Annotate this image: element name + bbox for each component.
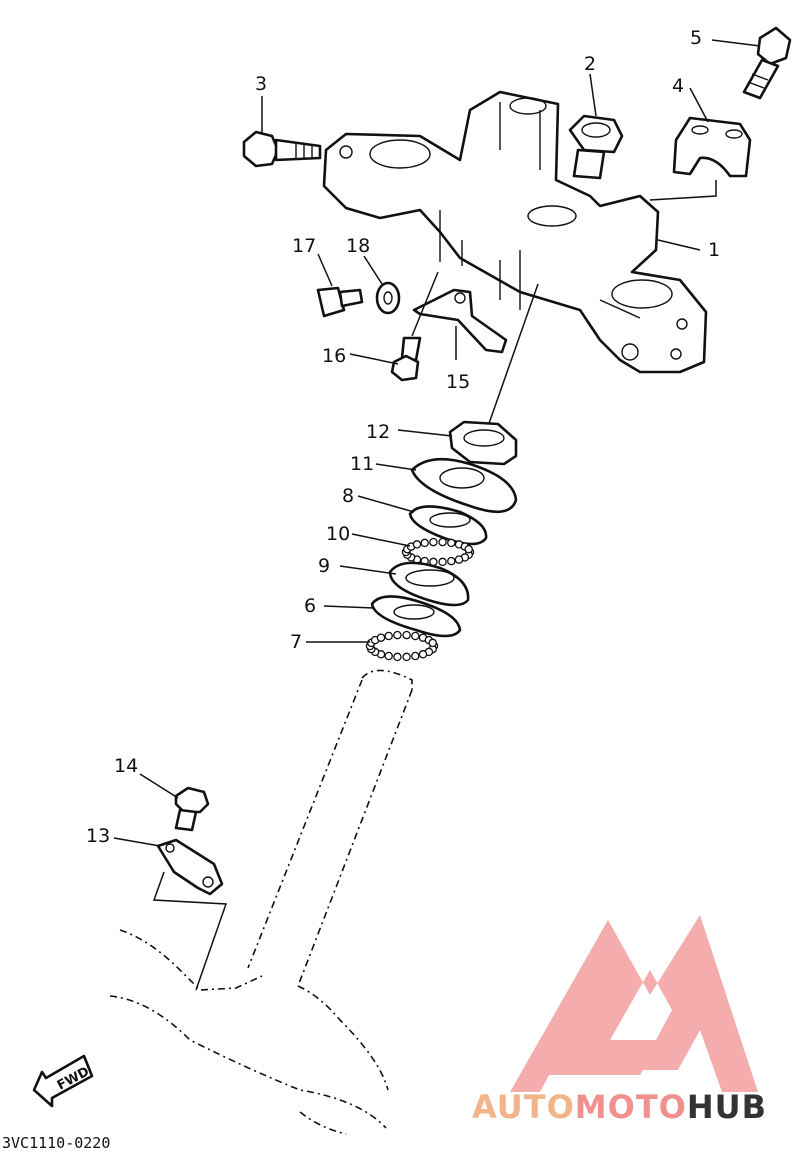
- callout-13: 13: [86, 825, 110, 847]
- watermark-auto: AUTO: [472, 1088, 575, 1126]
- bracket-15-part: [412, 288, 508, 354]
- bearing-ball: [438, 537, 447, 547]
- bearing-ball: [429, 537, 438, 547]
- bearing-ball: [428, 638, 437, 648]
- callout-3: 3: [255, 73, 267, 95]
- callout-7: 7: [290, 631, 302, 653]
- bearing-ball: [384, 651, 393, 661]
- bearing-ball: [447, 556, 456, 566]
- watermark-hub: HUB: [687, 1088, 767, 1126]
- axis-line-bolt16: [411, 271, 439, 337]
- washer-18-part: [375, 281, 401, 315]
- ball-bearing-7-part: [365, 630, 439, 662]
- callout-1: 1: [708, 239, 720, 261]
- bearing-ball: [464, 544, 473, 554]
- steering-stem-outline: [109, 669, 413, 1135]
- callout-4: 4: [672, 75, 684, 97]
- callout-18: 18: [346, 235, 370, 257]
- bearing-ball: [447, 538, 456, 548]
- bolt-3-part: [242, 130, 322, 168]
- ball-bearing-10-part: [401, 537, 475, 567]
- bearing-ball: [393, 652, 402, 662]
- bearing-ball: [438, 557, 447, 567]
- callout-17: 17: [292, 235, 316, 257]
- ring-nut-12-part: [448, 420, 518, 466]
- upper-bracket-1-part: [322, 90, 708, 374]
- bearing-race-6-part: [370, 595, 462, 638]
- callout-2: 2: [584, 53, 596, 75]
- callout-14: 14: [114, 755, 138, 777]
- bearing-ball: [411, 631, 420, 641]
- bearing-ball: [418, 650, 428, 659]
- bolt-5-part: [742, 26, 792, 100]
- bearing-race-9-part: [388, 561, 470, 607]
- axis-line: [485, 283, 539, 433]
- bearing-ball: [402, 652, 411, 662]
- bearing-ball: [402, 630, 411, 640]
- bolt-14-part: [174, 786, 210, 832]
- callout-6: 6: [304, 595, 316, 617]
- bearing-ball: [376, 633, 386, 642]
- figure-code: 3VC1110-0220: [2, 1134, 110, 1152]
- callout-10: 10: [326, 523, 350, 545]
- bolt-16-part: [390, 336, 422, 382]
- bracket-13-mount-line: [152, 871, 228, 991]
- bearing-ball: [411, 651, 420, 661]
- callout-15: 15: [446, 371, 470, 393]
- steering-stem-nut-2-part: [568, 114, 624, 180]
- bearing-ball: [384, 631, 393, 641]
- callout-8: 8: [342, 485, 354, 507]
- callout-16: 16: [322, 345, 346, 367]
- bearing-ball: [454, 555, 464, 564]
- bearing-race-8-part: [408, 505, 488, 546]
- watermark-moto: MOTO: [575, 1088, 687, 1126]
- callout-labels: 2 3 4 5 1 17 18 16 15 12 11 8 10 9 6 7 1…: [86, 27, 720, 847]
- cap-17-part: [316, 286, 364, 318]
- automotohub-logo-icon: [510, 915, 758, 1092]
- dust-seal-11-part: [410, 457, 518, 514]
- bearing-ball: [412, 540, 422, 549]
- bearing-ball: [393, 630, 402, 640]
- callout-9: 9: [318, 555, 330, 577]
- callout-11: 11: [350, 453, 374, 475]
- fwd-arrow-icon: FWD: [32, 1054, 94, 1108]
- bracket-13-part: [156, 838, 224, 896]
- handlebar-clamp-4-part: [672, 116, 752, 178]
- callout-12: 12: [366, 421, 390, 443]
- callout-leaders: [113, 39, 761, 847]
- callout-5: 5: [690, 27, 702, 49]
- bearing-ball: [420, 538, 429, 548]
- svg-text:AUTOMOTOHUB: AUTOMOTOHUB: [472, 1088, 767, 1126]
